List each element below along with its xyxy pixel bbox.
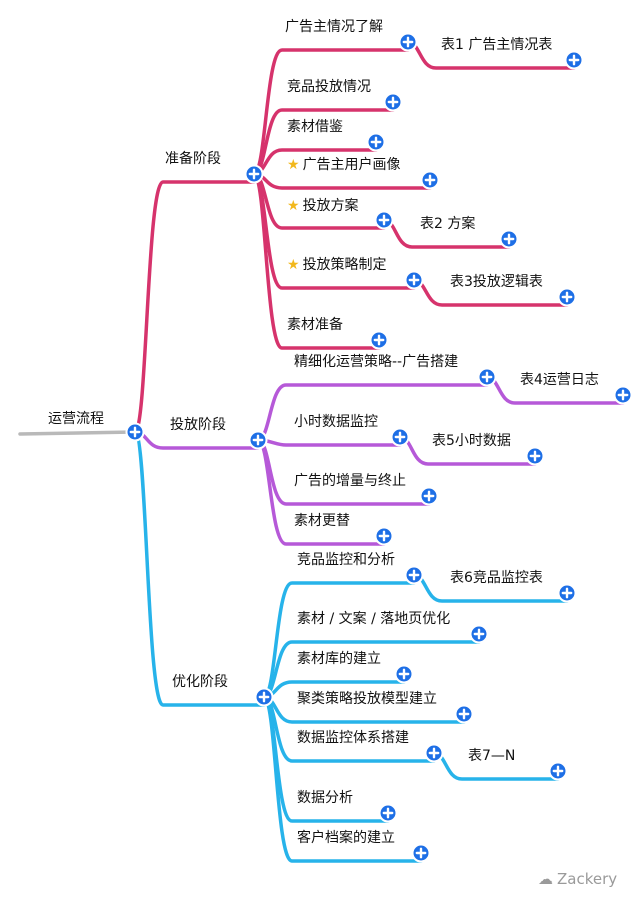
topic-connector (256, 435, 402, 447)
topic-label: ★广告主用户画像 (287, 157, 401, 173)
topic-label: 竞品投放情况 (287, 79, 371, 95)
topic-label: ★投放策略制定 (287, 257, 387, 273)
topic-expand-button[interactable] (477, 367, 497, 387)
branch-connector (133, 430, 266, 707)
topic-connector (252, 172, 432, 190)
topic-expand-button[interactable] (374, 526, 394, 546)
subtopic-label: 表5小时数据 (432, 433, 511, 449)
watermark: ☁Zackery (538, 870, 617, 888)
topic-label: 素材更替 (294, 513, 350, 529)
topic-label: 客户档案的建立 (297, 830, 395, 846)
topic-label: 素材借鉴 (287, 119, 343, 135)
topic-expand-button[interactable] (420, 170, 440, 190)
subtopic-label: 表2 方案 (420, 216, 476, 232)
topic-expand-button[interactable] (419, 486, 439, 506)
topic-connector (252, 40, 410, 176)
topic-label: 广告的增量与终止 (294, 473, 406, 489)
subtopic-label: 表1 广告主情况表 (441, 37, 553, 53)
branch-label: 投放阶段 (170, 417, 226, 433)
topic-label: 数据监控体系搭建 (297, 730, 409, 746)
topic-label: 精细化运营策略--广告搭建 (294, 354, 459, 370)
wechat-icon: ☁ (538, 870, 553, 888)
topic-connector (252, 172, 381, 350)
star-icon: ★ (287, 257, 300, 273)
topic-expand-button[interactable] (378, 803, 398, 823)
root-label: 运营流程 (48, 411, 104, 427)
topic-expand-button[interactable] (398, 32, 418, 52)
branch-expand-button[interactable] (244, 164, 264, 184)
topic-expand-button[interactable] (383, 92, 403, 112)
topic-label: 素材准备 (287, 317, 343, 333)
branch-connector (133, 430, 260, 450)
star-icon: ★ (287, 157, 300, 173)
branch-label: 优化阶段 (172, 674, 228, 690)
branch-connector (133, 172, 256, 434)
subtopic-label: 表7—N (468, 748, 516, 764)
topic-connector (262, 573, 416, 699)
subtopic-label: 表3投放逻辑表 (450, 274, 543, 290)
subtopic-expand-button[interactable] (557, 287, 577, 307)
subtopic-expand-button[interactable] (525, 446, 545, 466)
subtopic-label: 表6竞品监控表 (450, 570, 543, 586)
topic-connector (262, 695, 423, 863)
topic-label: 数据分析 (297, 790, 353, 806)
subtopic-expand-button[interactable] (613, 385, 633, 405)
topic-label: 素材库的建立 (297, 651, 381, 667)
subtopic-expand-button[interactable] (557, 583, 577, 603)
topic-expand-button[interactable] (411, 843, 431, 863)
topic-label: 聚类策略投放模型建立 (297, 691, 437, 707)
topic-expand-button[interactable] (424, 743, 444, 763)
topic-expand-button[interactable] (374, 210, 394, 230)
topic-label: 广告主情况了解 (285, 19, 383, 35)
star-icon: ★ (287, 198, 300, 214)
topic-label: ★投放方案 (287, 198, 359, 214)
topic-expand-button[interactable] (394, 664, 414, 684)
topic-label: 素材 / 文案 / 落地页优化 (297, 611, 451, 627)
root-connector (18, 430, 137, 436)
topic-expand-button[interactable] (366, 132, 386, 152)
subtopic-expand-button[interactable] (548, 761, 568, 781)
topic-label: 小时数据监控 (294, 414, 378, 430)
subtopic-expand-button[interactable] (564, 50, 584, 70)
topic-expand-button[interactable] (404, 270, 424, 290)
branch-label: 准备阶段 (165, 151, 221, 167)
topic-expand-button[interactable] (404, 565, 424, 585)
subtopic-label: 表4运营日志 (520, 372, 599, 388)
topic-label: 竞品监控和分析 (297, 552, 395, 568)
root-expand-button[interactable] (125, 422, 145, 442)
branch-expand-button[interactable] (254, 687, 274, 707)
topic-expand-button[interactable] (469, 624, 489, 644)
subtopic-expand-button[interactable] (499, 229, 519, 249)
topic-expand-button[interactable] (390, 427, 410, 447)
topic-expand-button[interactable] (369, 330, 389, 350)
branch-expand-button[interactable] (248, 430, 268, 450)
topic-expand-button[interactable] (454, 704, 474, 724)
watermark-text: Zackery (557, 870, 618, 888)
